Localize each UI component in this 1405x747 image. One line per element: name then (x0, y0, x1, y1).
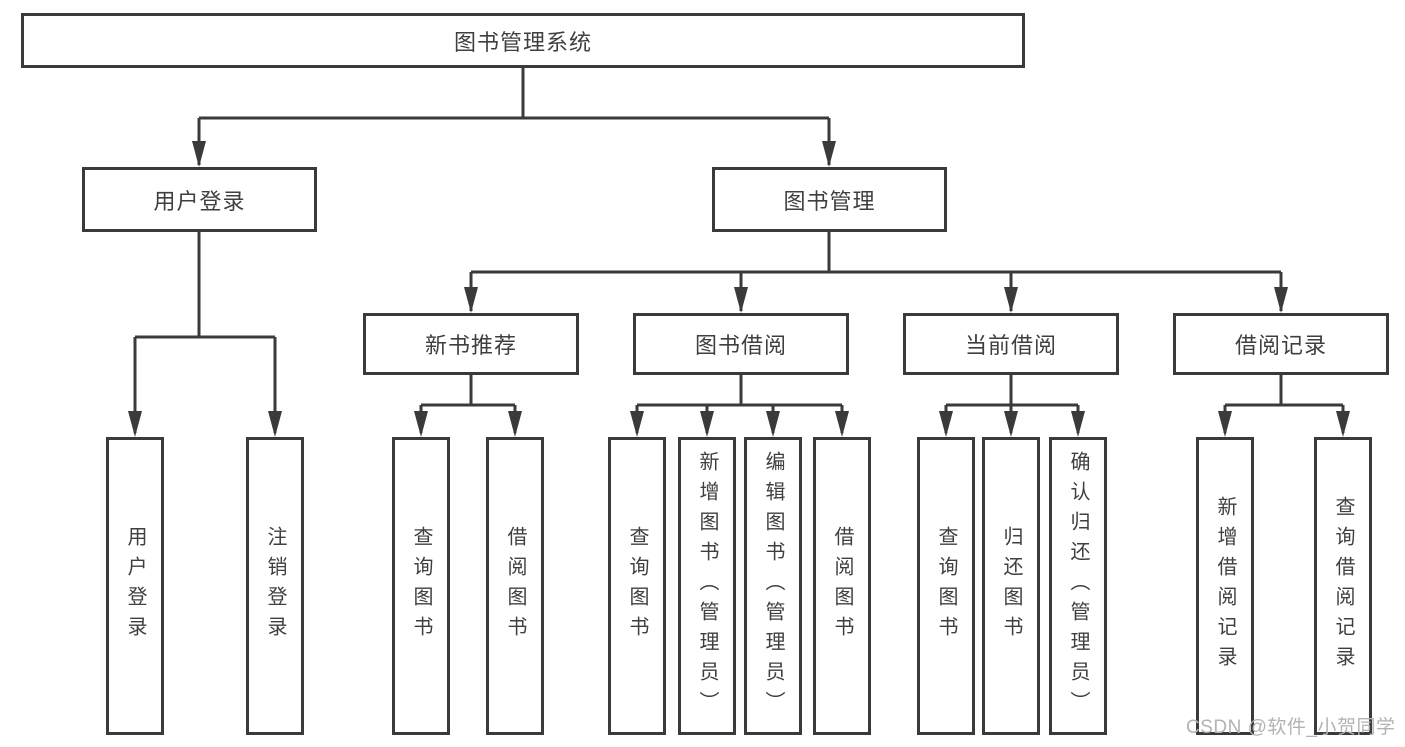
node-book-management: 图书管理 (712, 167, 947, 232)
leaf-confirm-return-admin-label: 确认归还（管理员） (1067, 451, 1089, 721)
leaf-borrow-books-recommend: 借阅图书 (486, 437, 544, 735)
node-root-system: 图书管理系统 (21, 13, 1025, 68)
leaf-edit-books-admin: 编辑图书（管理员） (744, 437, 802, 735)
leaf-confirm-return-admin: 确认归还（管理员） (1049, 437, 1107, 735)
leaf-edit-books-admin-label: 编辑图书（管理员） (762, 451, 784, 721)
leaf-query-borrow-record-label: 查询借阅记录 (1332, 496, 1354, 676)
leaf-query-books-current-label: 查询图书 (935, 526, 957, 646)
leaf-logout-login: 注销登录 (246, 437, 304, 735)
leaf-query-borrow-record: 查询借阅记录 (1314, 437, 1372, 735)
csdn-watermark: CSDN @软件_小贺同学 (1186, 717, 1396, 738)
node-book-management-label: 图书管理 (783, 188, 876, 214)
leaf-add-books-admin-label: 新增图书（管理员） (696, 451, 718, 721)
arrowheads (128, 141, 1350, 437)
node-current-borrow: 当前借阅 (903, 313, 1119, 375)
leaf-add-borrow-record-label: 新增借阅记录 (1214, 496, 1236, 676)
leaf-query-books-borrow-label: 查询图书 (626, 526, 648, 646)
leaf-logout-login-label: 注销登录 (264, 526, 286, 646)
node-borrow-records: 借阅记录 (1173, 313, 1389, 375)
node-borrow-records-label: 借阅记录 (1234, 333, 1327, 358)
leaf-user-login-label: 用户登录 (124, 526, 146, 646)
node-current-borrow-label: 当前借阅 (964, 333, 1057, 358)
leaf-return-books: 归还图书 (982, 437, 1040, 735)
node-book-borrow: 图书借阅 (633, 313, 849, 375)
node-new-book-recommend: 新书推荐 (363, 313, 579, 375)
leaf-user-login: 用户登录 (106, 437, 164, 735)
leaf-borrow-books-label: 借阅图书 (831, 526, 853, 646)
node-user-login: 用户登录 (82, 167, 317, 232)
leaf-query-books-recommend: 查询图书 (392, 437, 450, 735)
leaf-borrow-books: 借阅图书 (813, 437, 871, 735)
node-user-login-label: 用户登录 (153, 188, 246, 214)
node-root-label: 图书管理系统 (453, 29, 592, 55)
node-book-borrow-label: 图书借阅 (694, 333, 787, 358)
leaf-add-borrow-record: 新增借阅记录 (1196, 437, 1254, 735)
leaf-query-books-current: 查询图书 (917, 437, 975, 735)
leaf-add-books-admin: 新增图书（管理员） (678, 437, 736, 735)
node-new-book-recommend-label: 新书推荐 (424, 333, 517, 358)
leaf-query-books-recommend-label: 查询图书 (410, 526, 432, 646)
leaf-return-books-label: 归还图书 (1000, 526, 1022, 646)
leaf-borrow-books-recommend-label: 借阅图书 (504, 526, 526, 646)
leaf-query-books-borrow: 查询图书 (608, 437, 666, 735)
